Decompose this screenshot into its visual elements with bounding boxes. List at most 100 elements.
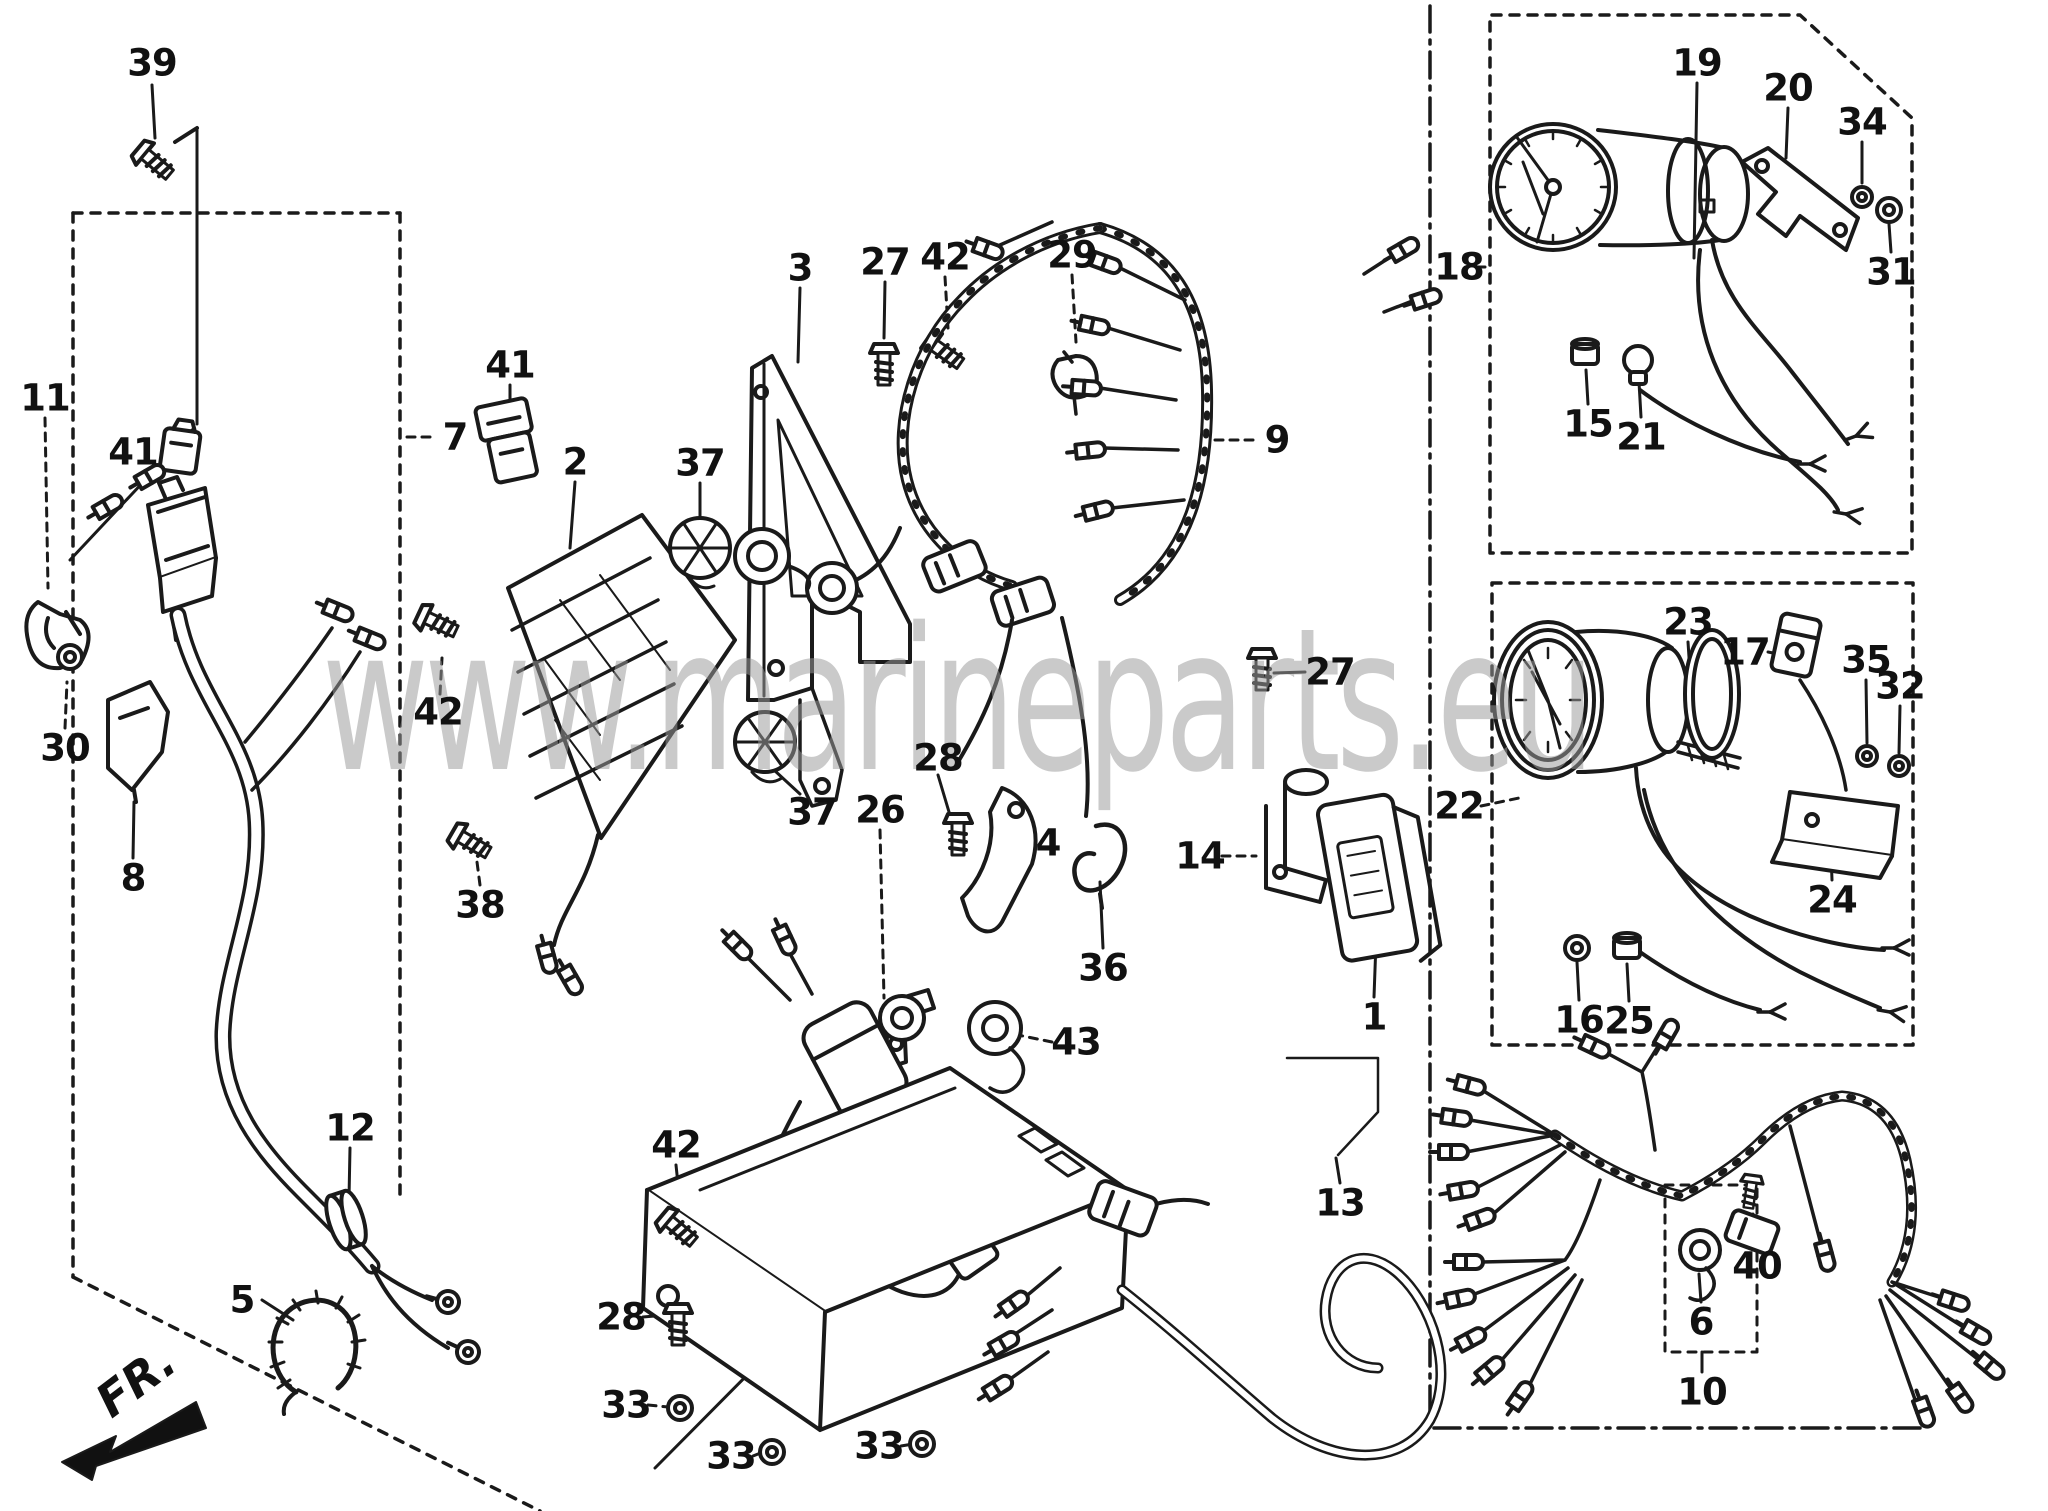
part-callout-12-7: 12 xyxy=(325,1106,375,1150)
part-callout-41-3: 41 xyxy=(108,430,158,474)
bolt-42-left xyxy=(410,599,464,647)
part-callout-25-47: 25 xyxy=(1604,999,1654,1043)
part-callout-33-30: 33 xyxy=(601,1383,651,1427)
part-callout-30-4: 30 xyxy=(40,726,90,770)
gauge-meter-top xyxy=(1488,122,1875,526)
gauge-box-top xyxy=(1488,13,1914,555)
part-callout-29-16: 29 xyxy=(1047,233,1097,277)
part-callout-16-46: 16 xyxy=(1554,998,1604,1042)
grommet-sub-box xyxy=(1663,1183,1759,1354)
gauge-box-middle xyxy=(1490,581,1915,1047)
callout-frame-13 xyxy=(1285,1056,1380,1157)
connector-41-upper xyxy=(473,396,539,485)
bulb-socket-15 xyxy=(1570,337,1600,366)
part-callout-11-1: 11 xyxy=(20,376,70,420)
part-callout-17-42: 17 xyxy=(1720,630,1770,674)
part-callout-4-22: 4 xyxy=(1035,821,1062,865)
part-callout-7-6: 7 xyxy=(442,415,469,459)
main-cable-7 xyxy=(169,594,485,1369)
part-callout-22-40: 22 xyxy=(1434,784,1484,828)
bolt-27-mid xyxy=(1246,647,1278,692)
washer-34 xyxy=(1850,185,1874,209)
part-callout-38-11: 38 xyxy=(455,883,505,927)
part-callout-28-21: 28 xyxy=(913,736,963,780)
part-callout-31-37: 31 xyxy=(1866,250,1916,294)
bracket-3 xyxy=(746,354,912,808)
part-callout-2-9: 2 xyxy=(562,440,589,484)
cdi-unit xyxy=(641,1066,1447,1461)
clip-36 xyxy=(1072,822,1128,910)
nut-33-c xyxy=(908,1430,936,1458)
part-callout-26-20: 26 xyxy=(855,788,905,832)
bolt-28-mid xyxy=(942,812,974,857)
part-callout-24-45: 24 xyxy=(1807,878,1857,922)
bulb-socket-25 xyxy=(1612,931,1787,1021)
part-callout-23-41: 23 xyxy=(1663,600,1713,644)
connector-41-left xyxy=(158,417,203,476)
part-callout-3-13: 3 xyxy=(787,246,814,290)
grommet-6 xyxy=(1678,1228,1722,1302)
part-callout-19-34: 19 xyxy=(1672,41,1722,85)
part-callout-9-17: 9 xyxy=(1264,418,1291,462)
part-callout-18-33: 18 xyxy=(1434,245,1484,289)
screw-40 xyxy=(1735,1172,1766,1212)
part-callout-39-0: 39 xyxy=(127,41,177,85)
bolt-27-top xyxy=(868,342,900,387)
regulator-2 xyxy=(506,513,737,999)
part-callout-1-26: 1 xyxy=(1361,995,1388,1039)
part-callout-41-2: 41 xyxy=(485,343,535,387)
bolt-39 xyxy=(127,126,199,188)
rubber-mount-37-upper xyxy=(668,516,732,590)
front-arrow xyxy=(61,1401,207,1481)
bolt-38 xyxy=(443,817,497,867)
gauge-meter-middle xyxy=(1492,620,1911,1024)
part-callout-36-23: 36 xyxy=(1078,946,1128,990)
part-callout-33-32: 33 xyxy=(854,1424,904,1468)
sender-17 xyxy=(1769,611,1848,792)
part-callout-42-15: 42 xyxy=(920,235,970,279)
main-switch-connector xyxy=(146,475,218,642)
part-callout-5-8: 5 xyxy=(229,1278,256,1322)
part-callout-15-38: 15 xyxy=(1563,402,1613,446)
grommet-43 xyxy=(967,1000,1026,1094)
part-callout-37-12: 37 xyxy=(675,441,725,485)
part-callout-13-27: 13 xyxy=(1315,1181,1365,1225)
right-outer-box xyxy=(1428,4,1922,1430)
bulb-21 xyxy=(1622,344,1654,386)
bracket-14 xyxy=(1264,768,1329,904)
part-callout-21-39: 21 xyxy=(1616,415,1666,459)
part-callout-8-5: 8 xyxy=(120,856,147,900)
part-callout-27-18: 27 xyxy=(1305,650,1355,694)
nut-33-b xyxy=(758,1438,786,1466)
nut-31 xyxy=(1875,196,1903,224)
cable-clamp-12 xyxy=(324,1188,368,1252)
rubber-mount-37-lower xyxy=(733,710,797,784)
part-callout-40-49: 40 xyxy=(1732,1244,1782,1288)
part-callout-32-44: 32 xyxy=(1875,664,1925,708)
part-callout-10-50: 10 xyxy=(1677,1370,1727,1414)
gauge-harness-10 xyxy=(1428,1015,2009,1431)
part-callout-14-25: 14 xyxy=(1175,834,1225,878)
part-callout-33-31: 33 xyxy=(706,1434,756,1478)
part-callout-28-29: 28 xyxy=(596,1295,646,1339)
band-5 xyxy=(267,1289,367,1416)
part-callout-42-10: 42 xyxy=(413,690,463,734)
part-callout-42-28: 42 xyxy=(651,1123,701,1167)
nut-30 xyxy=(56,643,84,671)
nut-16 xyxy=(1563,934,1591,962)
left-dashed-box xyxy=(71,211,542,1511)
switch-8 xyxy=(106,680,170,804)
wire-harness-9 xyxy=(733,220,1445,818)
bracket-4 xyxy=(960,786,1038,934)
part-callout-37-19: 37 xyxy=(787,790,837,834)
leader-lines-dashed xyxy=(43,265,1759,1409)
part-callout-27-14: 27 xyxy=(860,240,910,284)
part-callout-35-43: 35 xyxy=(1841,638,1891,682)
meter-bracket-20 xyxy=(1740,146,1860,252)
nut-33-a xyxy=(666,1394,694,1422)
part-callout-34-36: 34 xyxy=(1837,100,1887,144)
part-callout-6-48: 6 xyxy=(1688,1300,1715,1344)
chrome-ring-23 xyxy=(1683,628,1741,760)
